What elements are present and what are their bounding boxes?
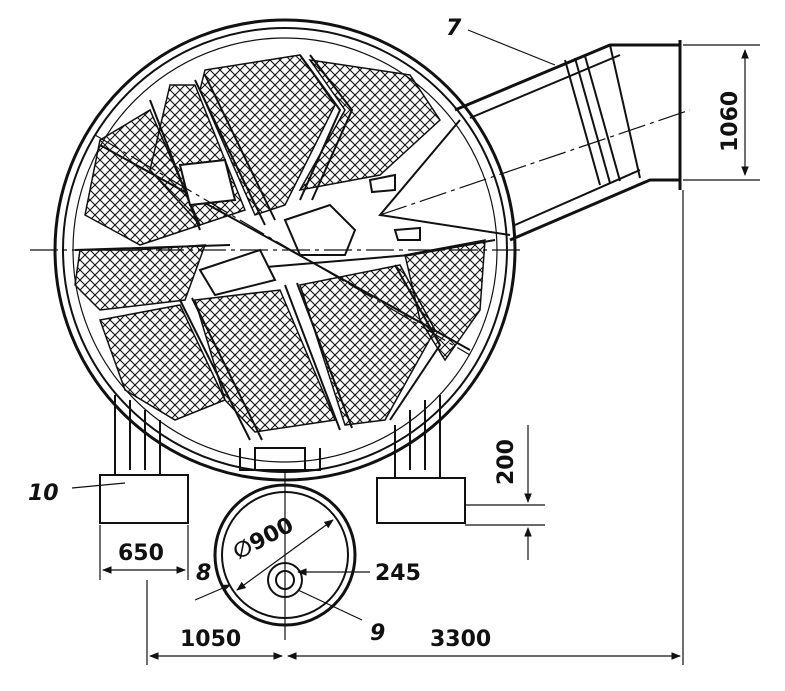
dim-diameter-900: ∅900 [229,513,298,565]
saddle-supports [99,395,466,524]
callout-10: 10 [28,481,59,506]
central-openings [178,158,421,297]
dim-3300: 3300 [430,627,491,652]
dim-245: 245 [375,561,421,586]
dim-650: 650 [118,541,164,566]
dim-1050: 1050 [180,627,241,652]
dimension-lines [99,44,760,665]
partition-plates [74,54,496,441]
callout-8: 8 [196,561,211,586]
dim-200: 200 [494,439,519,485]
callout-9: 9 [370,621,385,646]
callout-7: 7 [446,16,462,41]
inlet-nozzle [378,40,691,242]
tube-bundles [74,54,486,433]
centre-lines [30,134,520,356]
leader-lines [71,29,556,621]
dim-1060: 1060 [718,91,743,152]
